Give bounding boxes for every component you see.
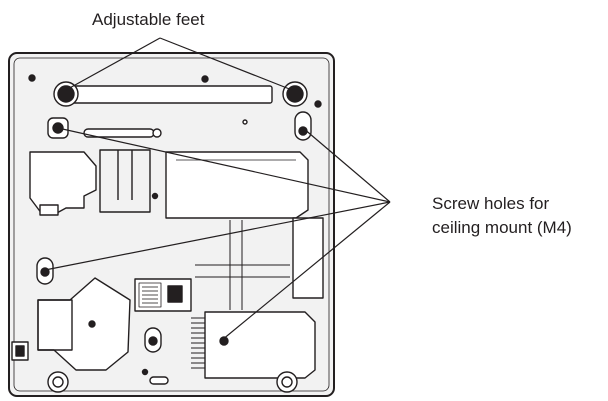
bottom-foot-right xyxy=(276,371,298,393)
top-panel xyxy=(165,151,309,219)
screw-holes-label-line2: ceiling mount (M4) xyxy=(432,218,572,237)
vent-grille xyxy=(191,317,205,369)
adjustable-feet-label: Adjustable feet xyxy=(92,10,205,29)
projector-body-inner-edge xyxy=(13,57,330,392)
left-recess xyxy=(29,151,97,215)
marker-dot xyxy=(201,75,209,83)
screw-holes-label-line1: Screw holes for xyxy=(432,194,550,213)
center-left-channel xyxy=(99,149,151,213)
bottom-foot-left xyxy=(47,371,69,393)
marker-dot xyxy=(314,100,322,108)
screw-hole-right-top xyxy=(294,111,312,141)
top-slot xyxy=(71,85,273,104)
side-tab xyxy=(11,341,29,361)
label-plate xyxy=(134,278,192,312)
center-ribs xyxy=(195,220,290,310)
bottom-slot xyxy=(149,376,169,385)
marker-dot xyxy=(141,368,149,376)
bottom-right-panel xyxy=(204,311,316,379)
lamp-cover xyxy=(37,277,131,371)
screw-hole-left-middle xyxy=(36,257,54,285)
marker-dot xyxy=(151,192,159,200)
adjustable-foot-right xyxy=(282,81,308,107)
marker-dot xyxy=(242,119,248,125)
adjustable-foot-left xyxy=(53,81,79,107)
left-recess-tab xyxy=(39,204,59,216)
right-strip xyxy=(292,217,324,299)
leader-lines xyxy=(44,37,391,341)
marker-dot xyxy=(28,74,36,82)
bottom-center-screw xyxy=(144,327,162,353)
